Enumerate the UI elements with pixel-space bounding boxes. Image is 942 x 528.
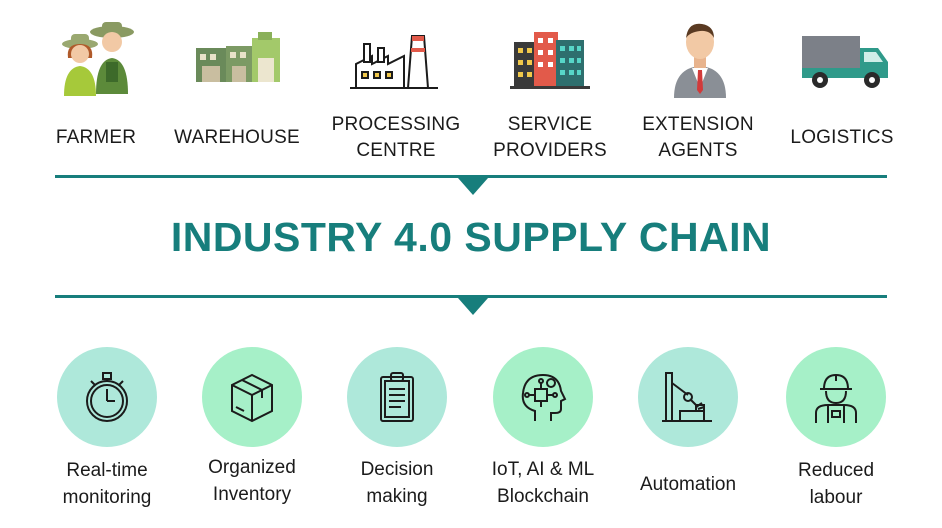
farmer-icon (50, 18, 150, 98)
bottom-down-arrow (458, 298, 488, 315)
label-warehouse: WAREHOUSE (174, 127, 300, 148)
circle-decision (347, 347, 447, 447)
top-down-arrow (458, 178, 488, 195)
circle-automation (638, 347, 738, 447)
label-service-providers: SERVICE PROVIDERS (493, 114, 607, 161)
label-farmer: FARMER (55, 127, 137, 148)
factory-icon (346, 18, 446, 98)
ai-head-icon (521, 373, 567, 421)
buildings-icon (500, 18, 600, 98)
circle-iot-ai (493, 347, 593, 447)
agent-icon (650, 18, 750, 98)
stopwatch-icon (86, 372, 128, 422)
label-iot-ai-ml-blockchain: IoT, AI & ML Blockchain (491, 459, 595, 507)
label-processing-centre: PROCESSING CENTRE (331, 114, 461, 161)
label-reduced-labour: Reduced labour (797, 460, 875, 508)
worker-icon (815, 373, 857, 423)
label-organized-inventory: Organized Inventory (208, 457, 296, 505)
box-icon (231, 373, 273, 423)
warehouse-icon (188, 18, 288, 98)
top-divider (55, 175, 887, 178)
robot-arm-icon (662, 372, 712, 422)
headline: INDUSTRY 4.0 SUPPLY CHAIN (170, 214, 772, 260)
clipboard-icon (380, 372, 414, 422)
label-decision-making: Decision making (360, 459, 434, 507)
bottom-divider (55, 295, 887, 298)
label-realtime-monitoring: Real-time monitoring (62, 460, 152, 508)
circle-labour (786, 347, 886, 447)
label-logistics: LOGISTICS (790, 127, 894, 148)
circle-inventory (202, 347, 302, 447)
label-automation: Automation (639, 474, 737, 495)
label-extension-agents: EXTENSION AGENTS (642, 114, 754, 161)
circle-realtime (57, 347, 157, 447)
truck-icon (798, 18, 898, 98)
